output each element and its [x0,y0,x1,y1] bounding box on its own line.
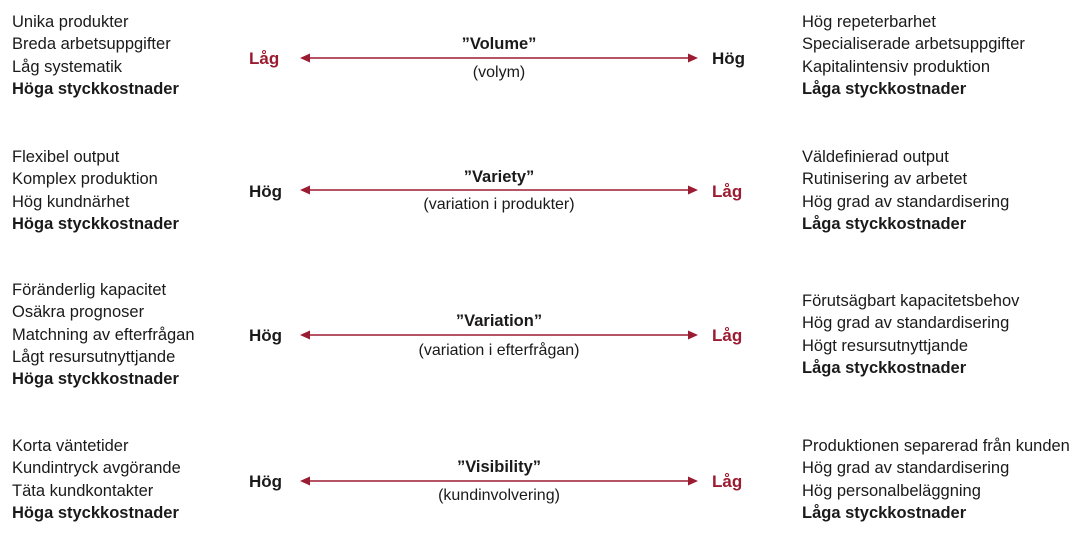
dimension-description: (variation i produkter) [423,196,575,213]
left-item: Unika produkter [12,13,129,31]
right-item: Väldefinierad output [802,148,949,166]
right-item: Kapitalintensiv produktion [802,57,991,76]
dimension-name: ”Volume” [461,35,537,53]
right-characteristics: Produktionen separerad från kunden Hög g… [802,435,1070,524]
dimension-description: (kundinvolvering) [438,487,560,504]
right-item: Hög repeterbarhet [802,13,936,31]
dimension-name: ”Visibility” [456,458,542,476]
left-item: Komplex produktion [12,170,158,189]
right-characteristics: Hög repeterbarhet Specialiserade arbetsu… [802,11,1025,100]
left-characteristics: Föränderlig kapacitet Osäkra prognoser M… [12,279,195,390]
right-cost-label: Låga styckkostnader [802,79,967,98]
right-item: Hög grad av standardisering [802,314,1010,333]
left-item: Föränderlig kapacitet [12,281,167,299]
left-characteristics: Unika produkter Breda arbetsuppgifter Lå… [12,11,179,100]
dimension-name: ”Variety” [463,168,535,186]
right-item: Specialiserade arbetsuppgifter [802,35,1025,54]
dimension-description: (variation i efterfrågan) [418,342,580,359]
left-end-label: Låg [249,49,280,68]
left-item: Breda arbetsuppgifter [12,35,171,54]
double-arrow [300,329,698,341]
right-cost-label: Låga styckkostnader [802,503,967,522]
dimension-description: (volym) [472,64,526,81]
double-arrow [300,475,698,487]
left-characteristics: Flexibel output Komplex produktion Hög k… [12,146,179,235]
left-item: Korta väntetider [12,437,129,455]
right-item: Hög personalbeläggning [802,481,981,500]
right-cost-label: Låga styckkostnader [802,214,967,233]
left-item: Osäkra prognoser [12,303,145,322]
right-item: Hög grad av standardisering [802,459,1010,478]
right-cost-label: Låga styckkostnader [802,358,967,377]
left-cost-label: Höga styckkostnader [12,79,179,98]
left-item: Hög kundnärhet [12,192,130,211]
right-end-label: Låg [712,182,743,201]
left-characteristics: Korta väntetider Kundintryck avgörande T… [12,435,181,524]
left-cost-label: Höga styckkostnader [12,370,179,389]
left-item: Låg systematik [12,57,123,76]
left-end-label: Hög [249,182,283,201]
right-item: Produktionen separerad från kunden [802,437,1070,455]
right-item: Högt resursutnyttjande [802,336,969,355]
left-end-label: Hög [249,472,283,491]
right-end-label: Låg [712,326,743,345]
left-item: Lågt resursutnyttjande [12,347,176,366]
right-characteristics: Förutsägbart kapacitetsbehov Hög grad av… [802,290,1019,379]
left-item: Matchning av efterfrågan [12,325,195,344]
left-cost-label: Höga styckkostnader [12,214,179,233]
double-arrow [300,184,698,196]
right-end-label: Låg [712,472,743,491]
right-item: Hög grad av standardisering [802,192,1010,211]
dimension-name: ”Variation” [455,312,543,330]
left-item: Kundintryck avgörande [12,459,181,478]
left-end-label: Hög [249,326,283,345]
right-end-label: Hög [712,49,746,68]
double-arrow [300,52,698,64]
left-item: Flexibel output [12,148,120,166]
right-characteristics: Väldefinierad output Rutinisering av arb… [802,146,1009,235]
left-item: Täta kundkontakter [12,481,154,500]
right-item: Rutinisering av arbetet [802,170,968,189]
left-cost-label: Höga styckkostnader [12,503,179,522]
right-item: Förutsägbart kapacitetsbehov [802,292,1020,310]
